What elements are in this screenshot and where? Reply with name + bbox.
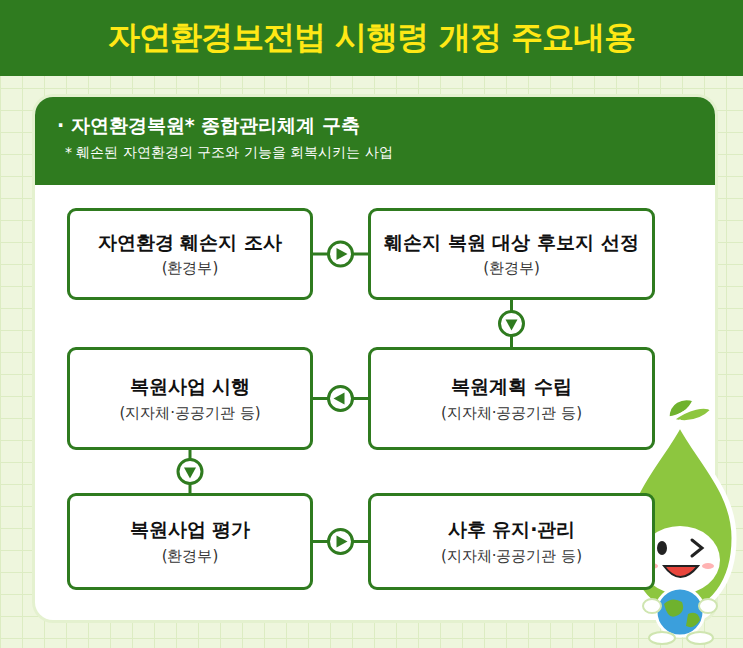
agency-label: (지자체·공공기관 등)	[441, 403, 582, 423]
flow-connector	[313, 530, 368, 554]
flow-connector	[500, 300, 524, 347]
process-box: 복원계획 수립 (지자체·공공기관 등)	[368, 347, 655, 450]
step-title: 사후 유지·관리	[448, 517, 576, 542]
process-box: 사후 유지·관리 (지자체·공공기관 등)	[368, 493, 655, 590]
process-box: 복원사업 시행 (지자체·공공기관 등)	[67, 347, 313, 450]
process-box: 복원사업 평가 (환경부)	[67, 493, 313, 590]
connector-line	[313, 540, 368, 543]
page-title: 자연환경보전법 시행령 개정 주요내용	[108, 16, 634, 60]
agency-label: (환경부)	[483, 258, 540, 278]
flow-connector	[313, 387, 368, 411]
step-title: 훼손지 복원 대상 후보지 선정	[384, 230, 638, 255]
step-title: 복원계획 수립	[451, 374, 572, 399]
droplet-mascot	[626, 399, 734, 644]
arrow-head	[178, 460, 202, 484]
process-box: 훼손지 복원 대상 후보지 선정 (환경부)	[368, 208, 655, 300]
arrow-head	[500, 312, 524, 336]
arrow-head	[329, 242, 353, 266]
connector-line	[510, 300, 513, 347]
arrow-head	[329, 387, 353, 411]
process-box: 자연환경 훼손지 조사 (환경부)	[67, 208, 313, 300]
agency-label: (지자체·공공기관 등)	[119, 403, 260, 423]
agency-label: (지자체·공공기관 등)	[441, 546, 582, 566]
flow-connector	[178, 450, 202, 493]
agency-label: (환경부)	[162, 258, 219, 278]
connector-line	[189, 450, 192, 493]
section-heading: · 자연환경복원* 종합관리체계 구축	[57, 113, 693, 139]
step-title: 복원사업 평가	[130, 517, 251, 542]
flow-connector	[313, 242, 368, 266]
title-bar: 자연환경보전법 시행령 개정 주요내용	[0, 0, 743, 76]
arrow-head	[329, 530, 353, 554]
content-panel: · 자연환경복원* 종합관리체계 구축 * 훼손된 자연환경의 구조와 기능을 회…	[35, 97, 715, 620]
footnote-text: * 훼손된 자연환경의 구조와 기능을 회복시키는 사업	[57, 143, 693, 163]
connector-line	[313, 253, 368, 256]
step-title: 복원사업 시행	[130, 374, 251, 399]
header-band: · 자연환경복원* 종합관리체계 구축 * 훼손된 자연환경의 구조와 기능을 회…	[35, 97, 715, 185]
connector-line	[313, 397, 368, 400]
step-title: 자연환경 훼손지 조사	[98, 230, 282, 255]
agency-label: (환경부)	[162, 546, 219, 566]
